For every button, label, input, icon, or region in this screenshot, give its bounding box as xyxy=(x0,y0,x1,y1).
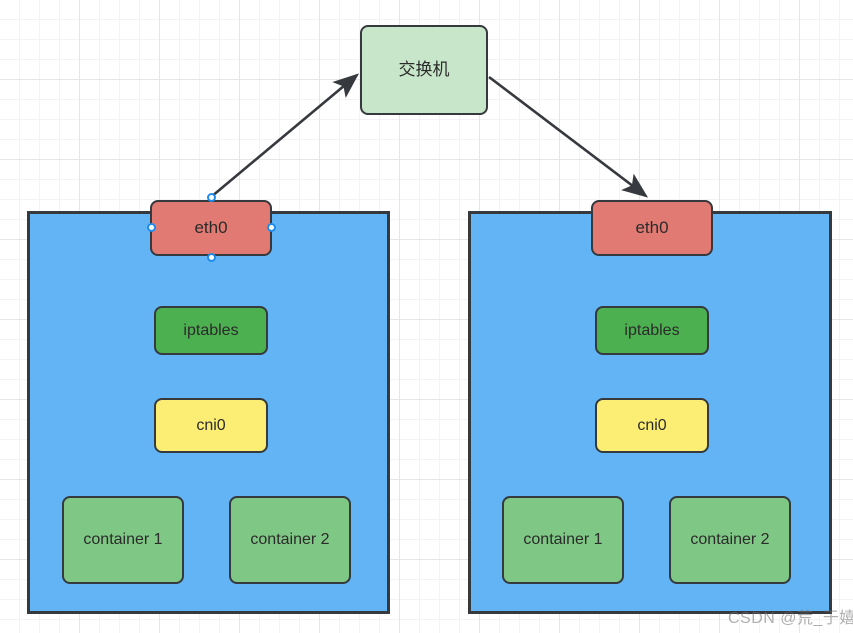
eth0-handle-top[interactable] xyxy=(206,192,216,202)
eth0-handle-right[interactable] xyxy=(266,222,276,232)
eth0-node-left[interactable]: eth0 xyxy=(150,200,272,256)
iptables-node-left[interactable]: iptables xyxy=(154,306,268,355)
cni0-node-right[interactable]: cni0 xyxy=(595,398,709,453)
cni0-label-right: cni0 xyxy=(637,416,667,434)
eth0-label-left: eth0 xyxy=(194,217,228,237)
cni0-label-left: cni0 xyxy=(196,416,226,434)
eth0-handle-bottom[interactable] xyxy=(206,252,216,262)
eth0-node-right[interactable]: eth0 xyxy=(591,200,713,256)
container-label-right-1: container 1 xyxy=(523,531,603,549)
container-label-left-2: container 2 xyxy=(250,531,330,549)
left-eth0-to-switch[interactable] xyxy=(210,73,359,198)
container-label-right-2: container 2 xyxy=(690,531,770,549)
switch-to-right-eth0[interactable] xyxy=(488,75,649,198)
cni0-node-left[interactable]: cni0 xyxy=(154,398,268,453)
switch-node[interactable]: 交换机 xyxy=(360,25,488,115)
container-node-right-2[interactable]: container 2 xyxy=(669,496,791,584)
container-node-right-1[interactable]: container 1 xyxy=(502,496,624,584)
iptables-label-right: iptables xyxy=(624,321,680,339)
iptables-node-right[interactable]: iptables xyxy=(595,306,709,355)
container-node-left-2[interactable]: container 2 xyxy=(229,496,351,584)
eth0-handle-left[interactable] xyxy=(146,222,156,232)
container-label-left-1: container 1 xyxy=(83,531,163,549)
switch-label: 交换机 xyxy=(398,59,450,79)
eth0-label-right: eth0 xyxy=(635,217,669,237)
container-node-left-1[interactable]: container 1 xyxy=(62,496,184,584)
iptables-label-left: iptables xyxy=(183,321,239,339)
